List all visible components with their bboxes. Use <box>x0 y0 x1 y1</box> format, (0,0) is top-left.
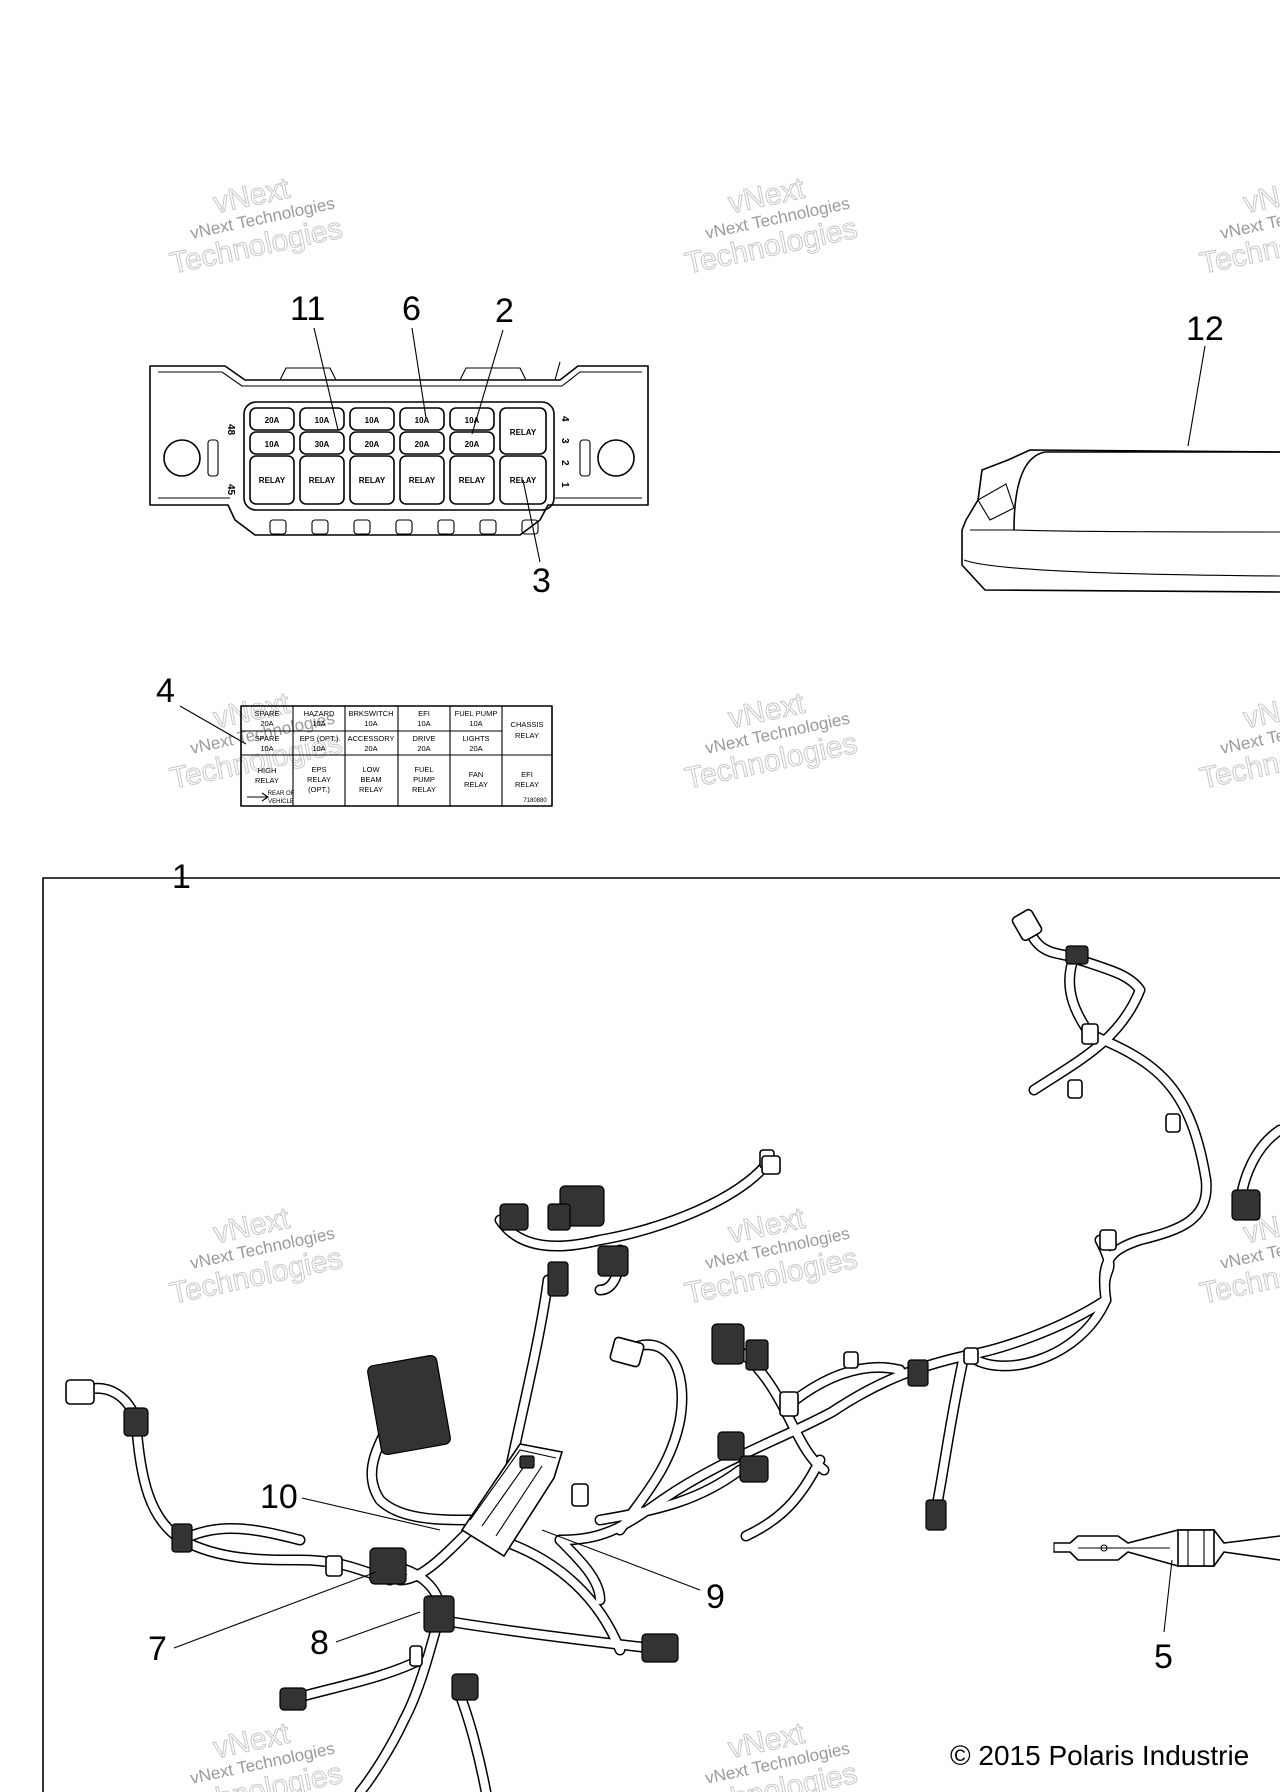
label-high-relay: RELAY <box>255 776 279 785</box>
harness-frame <box>42 877 1280 1792</box>
fuse-r1-2: 10A <box>315 416 330 425</box>
fuse-box-side-2: 2 <box>559 460 570 466</box>
label-spare-1: SPARE <box>255 709 280 718</box>
fuse-box-side-45: 45 <box>225 484 236 496</box>
fuse-box-cover <box>961 449 1280 593</box>
label-brkswitch-amp: 10A <box>364 719 377 728</box>
label-hazard-amp: 10A <box>312 719 325 728</box>
fuse-r1-4: 10A <box>415 416 430 425</box>
inline-fuse-holder <box>1053 1529 1280 1567</box>
label-part-number: 7180880 <box>523 798 547 804</box>
fuse-r1-5: 10A <box>465 416 480 425</box>
fuse-r2-4: 20A <box>415 440 430 449</box>
label-fan: FAN <box>469 770 484 779</box>
label-fuel-pump: FUEL PUMP <box>455 709 498 718</box>
fuse-r1-3: 10A <box>365 416 380 425</box>
harness-fuse-box <box>460 1443 564 1558</box>
fuse-box-side-3: 3 <box>559 438 570 444</box>
relay-3-label: RELAY <box>359 476 386 485</box>
relay-top-right <box>499 407 547 455</box>
callout-4: 4 <box>156 672 175 710</box>
fuse-r2-3: 20A <box>365 440 380 449</box>
label-chassis: CHASSIS <box>511 720 544 729</box>
label-accessory: ACCESSORY <box>348 734 395 743</box>
label-lights-amp: 20A <box>469 744 482 753</box>
relay-4-label: RELAY <box>409 476 436 485</box>
fuse-box-side-1: 1 <box>559 482 570 488</box>
label-fuel-pump-2: PUMP <box>413 775 435 784</box>
callout-7: 7 <box>148 1630 167 1668</box>
relay-1-label: RELAY <box>259 476 286 485</box>
fuse-box: 48 45 4 3 2 1 20A 10A 10A 10A 10A 10A 30… <box>149 361 649 536</box>
label-eps-amp: 10A <box>312 744 325 753</box>
callout-8: 8 <box>310 1624 329 1662</box>
label-efi: EFI <box>418 709 430 718</box>
callout-1: 1 <box>172 858 191 896</box>
main-wiring-harness <box>74 919 1280 1792</box>
label-fuel-pump-relay: RELAY <box>412 785 436 794</box>
label-spare-1-amp: 20A <box>260 719 273 728</box>
fuse-box-side-48: 48 <box>225 424 236 436</box>
label-spare-2: SPARE <box>255 734 280 743</box>
callout-2: 2 <box>495 292 514 330</box>
fuse-r2-1: 10A <box>265 440 280 449</box>
label-fuel-pump-amp: 10A <box>469 719 482 728</box>
label-drive-amp: 20A <box>417 744 430 753</box>
harness-connectors <box>65 908 1261 1711</box>
label-accessory-amp: 20A <box>364 744 377 753</box>
relay-top-right-label: RELAY <box>510 428 537 437</box>
label-spare-2-amp: 10A <box>260 744 273 753</box>
label-efi-relay: EFI <box>521 770 533 779</box>
callout-11: 11 <box>290 290 325 328</box>
callout-12: 12 <box>1186 310 1224 348</box>
label-chassis-relay: RELAY <box>515 731 539 740</box>
label-low-beam: BEAM <box>360 775 381 784</box>
callout-3: 3 <box>532 562 551 600</box>
copyright-notice: © 2015 Polaris Industrie <box>950 1740 1249 1771</box>
fuse-box-side-4: 4 <box>559 416 570 422</box>
label-drive: DRIVE <box>413 734 436 743</box>
fuse-r1-1: 20A <box>265 416 280 425</box>
callout-10: 10 <box>260 1478 298 1516</box>
fuse-r2-2: 30A <box>315 440 330 449</box>
label-fuel: FUEL <box>414 765 433 774</box>
relay-5-label: RELAY <box>459 476 486 485</box>
fuse-box-bottom-tabs <box>269 519 539 535</box>
callout-6: 6 <box>402 290 421 328</box>
label-eps: EPS (OPT.) <box>300 734 339 743</box>
label-eps-relay-opt: (OPT.) <box>308 785 330 794</box>
fuse-row-1: 20A 10A 10A 10A 10A <box>249 407 495 431</box>
label-brkswitch: BRKSWITCH <box>349 709 394 718</box>
label-low: LOW <box>362 765 380 774</box>
callout-5: 5 <box>1154 1638 1173 1676</box>
label-eps-relay: EPS <box>311 765 326 774</box>
fuse-r2-5: 20A <box>465 440 480 449</box>
label-hazard: HAZARD <box>304 709 335 718</box>
label-vehicle: VEHICLE <box>268 799 294 805</box>
label-eps-relay-2: RELAY <box>307 775 331 784</box>
label-lights: LIGHTS <box>462 734 489 743</box>
label-low-beam-relay: RELAY <box>359 785 383 794</box>
fuse-row-2: 10A 30A 20A 20A 20A <box>249 431 495 455</box>
label-efi-amp: 10A <box>417 719 430 728</box>
fuse-label-card: SPARE 20A HAZARD 10A BRKSWITCH 10A EFI 1… <box>240 705 553 807</box>
relay-2-label: RELAY <box>309 476 336 485</box>
callout-9: 9 <box>706 1578 725 1616</box>
label-fan-relay: RELAY <box>464 780 488 789</box>
label-efi-relay-2: RELAY <box>515 780 539 789</box>
label-rear-of: REAR OF <box>268 791 295 797</box>
relay-row: RELAY RELAY RELAY RELAY RELAY RELAY <box>249 455 547 505</box>
label-high: HIGH <box>258 766 277 775</box>
